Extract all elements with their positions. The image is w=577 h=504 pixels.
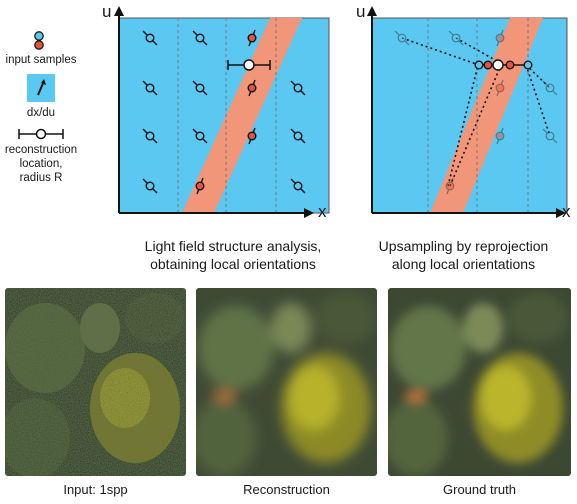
photo-ground-truth (388, 288, 571, 476)
photo-caption-input: Input: 1spp (63, 482, 128, 497)
diagram-structure-analysis: u x (98, 0, 338, 230)
dxdu-label: dx/du (26, 107, 56, 119)
reprojected-samples (474, 59, 533, 71)
reconstruction-location-label-3: radius R (19, 172, 63, 184)
diagram-2-canvas (367, 6, 568, 218)
blue-sample-group (142, 30, 306, 194)
diagram-2-u-axis-label: u (356, 2, 366, 21)
input-samples-label: input samples (5, 54, 77, 66)
photo-input-1spp (5, 288, 186, 476)
diagram-2-caption-line-1: Upsampling by reprojection (378, 238, 549, 254)
legend: input samples dx/du reconstruction locat… (0, 30, 100, 230)
diagram-upsampling: u x (350, 0, 577, 230)
diagram-1-caption-line-2: obtaining local orientations (150, 256, 316, 272)
diagram-1-caption-line-1: Light field structure analysis, (144, 238, 322, 254)
diagram-1-x-axis-label: x (318, 202, 327, 221)
diagram-2-x-axis-label: x (562, 202, 571, 221)
photo-reconstruction (196, 288, 377, 476)
photo-caption-ground-truth: Ground truth (443, 482, 516, 497)
diagram-1-u-axis-label: u (102, 2, 112, 21)
diagram-1-canvas (114, 6, 330, 218)
reconstruction-location-icon (18, 128, 64, 140)
input-samples-icon (34, 31, 44, 50)
reconstruction-location-label-1: reconstruction (4, 144, 78, 156)
reconstruction-location-marker (227, 59, 271, 71)
reconstruction-location-label-2: location, (19, 158, 63, 170)
dxdu-icon (27, 74, 55, 102)
red-sample-group (195, 29, 257, 195)
photo-caption-reconstruction: Reconstruction (243, 482, 330, 497)
diagram-2-caption-line-2: along local orientations (391, 256, 536, 272)
